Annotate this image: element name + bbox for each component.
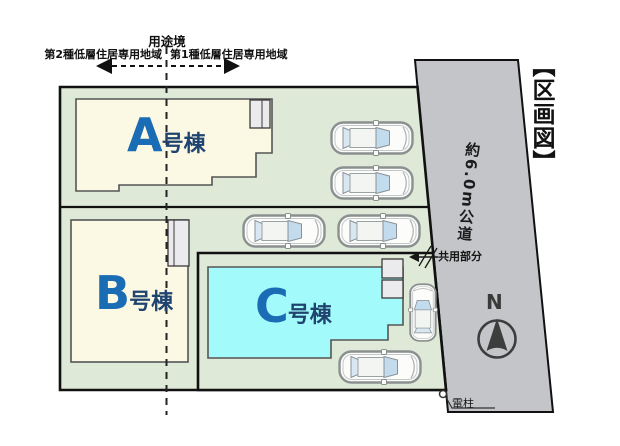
car-icon (330, 119, 414, 157)
building-c-suffix: 号棟 (287, 303, 332, 328)
compass-north-label: N (486, 290, 503, 314)
shared-area-label: 共用部分 (438, 250, 482, 263)
building-a-suffix: 号棟 (161, 132, 206, 157)
shared-structure-b (167, 219, 190, 267)
car-icon (337, 212, 421, 250)
zone-left-label: 第2種低層住居専用地域 (44, 48, 162, 61)
car-icon (407, 283, 439, 342)
building-b-letter: B (95, 266, 130, 320)
building-a-shape (75, 98, 273, 192)
utility-pole-icon (438, 389, 495, 409)
zoning-boundary-label: 用途境 (148, 34, 186, 49)
car-icon (338, 348, 422, 386)
shared-structure-a (249, 99, 271, 129)
shared-area-arrow (409, 245, 438, 269)
building-b-label: B 号棟 (95, 270, 173, 316)
compass-north-icon (477, 318, 517, 359)
building-c-letter: C (255, 279, 289, 333)
zone-right-label: 第1種低層住居専用地域 (170, 48, 288, 61)
utility-pole-label: 電柱 (452, 397, 474, 410)
building-a-label: A 号棟 (127, 112, 206, 158)
zone-right-arrow (171, 58, 240, 74)
building-a-letter: A (127, 108, 163, 162)
zone-left-arrow (96, 58, 162, 74)
car-icon (330, 164, 414, 202)
shared-structure-c-upper (381, 258, 404, 279)
shared-structure-c-lower (381, 279, 404, 299)
building-c-label: C 号棟 (255, 283, 332, 329)
building-b-suffix: 号棟 (129, 290, 174, 315)
map-title: 【区画図】 (528, 54, 554, 174)
car-icon (242, 212, 326, 250)
